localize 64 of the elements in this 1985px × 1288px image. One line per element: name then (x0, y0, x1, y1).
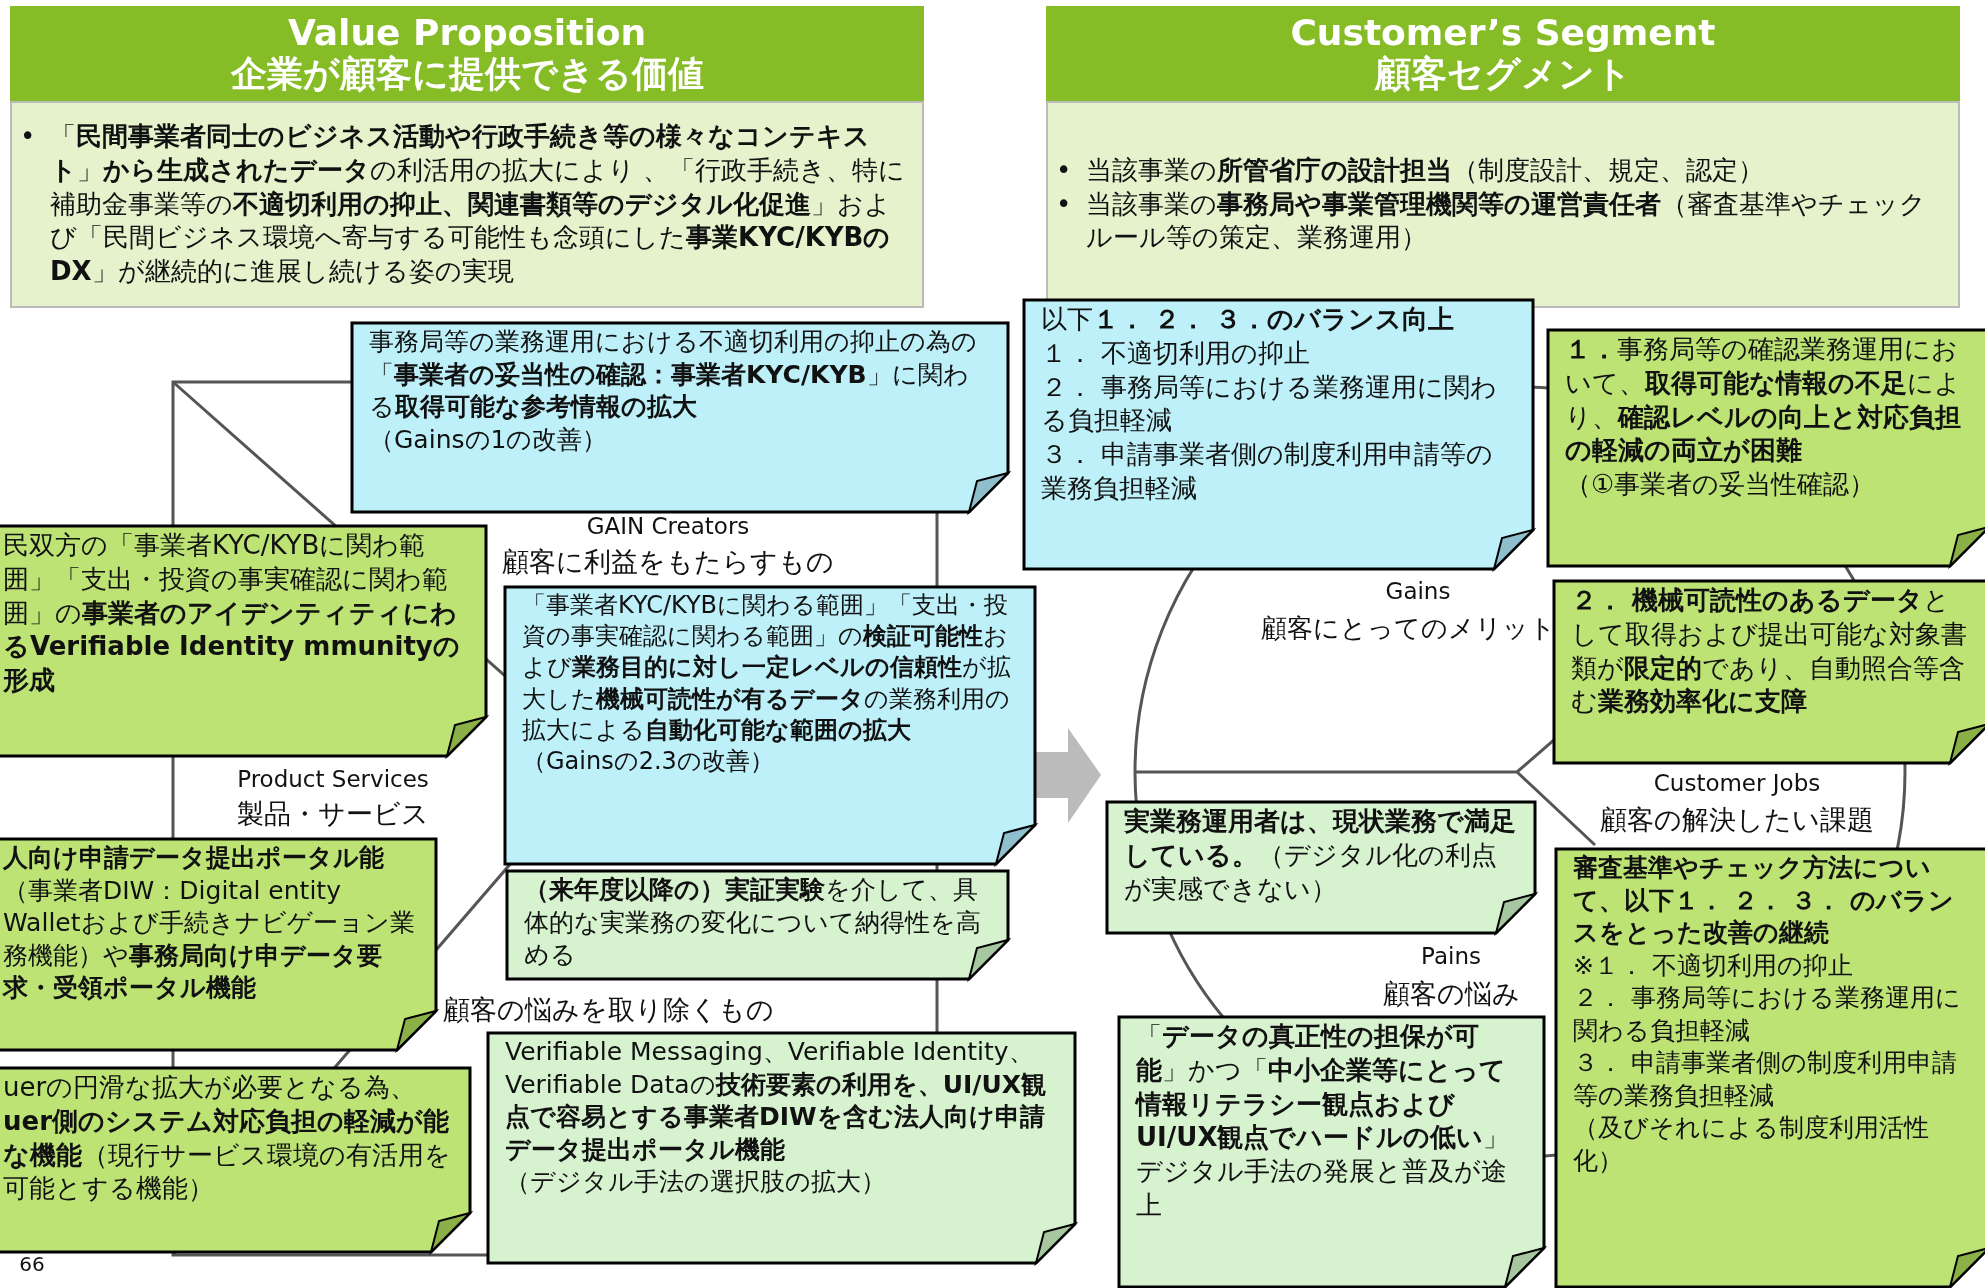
note-text: １．事務局等の確認業務運用において、取得可能な情報の不足により、確認レベルの向上と対応負担の軽減の両立が困難 (1565, 333, 1962, 468)
section-header (10, 6, 924, 101)
note-text: １． 不適切利用の抑止 (1041, 336, 1312, 370)
section-label: 顧客に利益をもたらすもの (502, 545, 834, 579)
heading-text: 顧客セグメント (1373, 53, 1633, 95)
sticky-note (504, 586, 1036, 865)
note-text: 民双方の「事業者KYC/KYBに関わ範囲」「支出・投資の事実確認に関わ範囲」の事業者のアイデンティティにわるVerifiable Identity mmunityの形成 (3, 529, 461, 698)
note-text: ３． 申請事業者側の制度利用申請等の業務負担軽減 (1573, 1047, 1958, 1112)
bullet: • (1056, 153, 1072, 187)
note-text: （Gainsの1の改善） (369, 423, 609, 456)
note-text: 「事業者KYC/KYBに関わる範囲」「支出・投資の事実確認に関わる範囲」の検証可能性および業務目的に対し一定レベルの信頼性が拡大した機械可読性が有るデータの業務利用の拡大による自動化可能な範囲の拡大 (522, 590, 1012, 746)
note-text: 以下１． ２． ３．のバランス向上 (1041, 303, 1456, 336)
section-label: 顧客の悩み (1382, 977, 1520, 1011)
note-text: ※１． 不適切利用の抑止 (1573, 949, 1854, 982)
sticky-note (506, 870, 1009, 980)
description-panel (1046, 101, 1960, 308)
section-label: Pains (1421, 943, 1481, 971)
section-label: 顧客にとってのメリット (1260, 613, 1556, 645)
sticky-note (0, 838, 437, 1051)
sticky-note (0, 525, 487, 757)
sticky-note (1118, 1016, 1545, 1288)
heading-text: 企業が顧客に提供できる価値 (229, 53, 705, 95)
page-number: 66 (19, 1252, 45, 1276)
sticky-note (0, 1067, 471, 1253)
bullet: • (1056, 187, 1072, 221)
note-text: uerの円滑な拡大が必要となる為、uer側のシステム対応負担の軽減が能な機能（現行サービス環境の有活用を可能とする機能） (3, 1071, 452, 1206)
description-panel (10, 101, 924, 308)
note-text: 「データの真正性の担保が可能」かつ「中小企業等にとって情報リテラシー観点およびUI/UX観点でハードルの低い」デジタル手法の発展と普及が途上 (1136, 1020, 1511, 1222)
bullet-text: 当該事業の事務局や事業管理機関等の運営責任者（審査基準やチェックルール等の策定、業務運用） (1086, 187, 1927, 255)
section-label: 製品・サービス (237, 797, 429, 831)
section-label: Product Services (237, 766, 429, 794)
note-text: （デジタル手法の選択肢の拡大） (505, 1166, 887, 1198)
sticky-note (487, 1032, 1076, 1264)
bullet-text: 「民間事業者同士のビジネス活動や行政手続き等の様々なコンテキスト」から生成されたデータの利活用の拡大により 、「行政手続き、特に補助金事業等の不適切利用の抑止、関連書類等のデジタル化促進」および「民間ビジネス環境へ寄与する可能性も念頭にした事業KYC/KYBのDX」が継続的に進展し続ける姿の実現 (50, 120, 907, 289)
sticky-note (1553, 580, 1985, 764)
note-text: 審査基準やチェック方法について、以下１． ２． ３． のバランスをとった改善の継続 (1573, 852, 1956, 949)
note-text: （①事業者の妥当性確認） (1565, 468, 1877, 502)
sticky-note (1023, 299, 1534, 570)
note-text: （Gainsの2.3の改善） (522, 745, 775, 777)
section-label: Gains (1385, 578, 1451, 606)
section-label: 顧客の悩みを取り除くもの (442, 993, 774, 1027)
note-text: 事務局等の業務運用における不適切利用の抑止の為の「事業者の妥当性の確認：事業者KYC/KYB」に関わる取得可能な参考情報の拡大 (369, 326, 978, 423)
section-label: 顧客の解決したい課題 (1600, 803, 1874, 837)
heading-text: Value Proposition (286, 12, 648, 54)
note-text: ２． 事務局等における業務運用に関わる負担軽減 (1041, 370, 1499, 438)
note-text: （来年度以降の）実証実験を介して、具体的な実業務の変化について納得性を高める (524, 874, 982, 971)
heading-text: Customer’s Segment (1289, 12, 1717, 54)
note-text: 実業務運用者は、現状業務で満足している。（デジタル化の利点が実感できない） (1124, 805, 1517, 906)
note-text: 人向け申請データ提出ポータル能（事業者DIW：Digital entity Walletおよび手続きナビゲーョン業務機能）や事務局向け申データ要求・受領ポータル機能 (3, 842, 416, 1004)
block-arrow (1036, 728, 1101, 823)
note-text: ３． 申請事業者側の制度利用申請等の業務負担軽減 (1041, 438, 1495, 505)
note-text: （及びそれによる制度利用活性化） (1573, 1112, 1930, 1177)
note-text: ２． 事務局等における業務運用に関わる負担軽減 (1573, 982, 1962, 1047)
section-header (1046, 6, 1960, 101)
section-label: GAIN Creators (586, 513, 750, 541)
sticky-note (351, 322, 1009, 513)
bullet-text: 当該事業の所管省庁の設計担当（制度設計、規定、認定） (1086, 153, 1765, 187)
sticky-note (1555, 848, 1985, 1288)
sticky-note (1547, 329, 1985, 567)
note-text: Verifiable Messaging、Verifiable Identity、Verifiable Dataの技術要素の利用を、UI/UX観点で容易とする事業者DIWを含む法人向け申請データ提出ポータル機能 (505, 1036, 1047, 1166)
note-text: ２． 機械可読性のあるデータとして取得および提出可能な対象書類が限定的であり、自動照合等含む業務効率化に支障 (1571, 584, 1968, 719)
bullet: • (20, 120, 36, 153)
sticky-note (1106, 801, 1536, 934)
section-label: Customer Jobs (1653, 770, 1821, 798)
